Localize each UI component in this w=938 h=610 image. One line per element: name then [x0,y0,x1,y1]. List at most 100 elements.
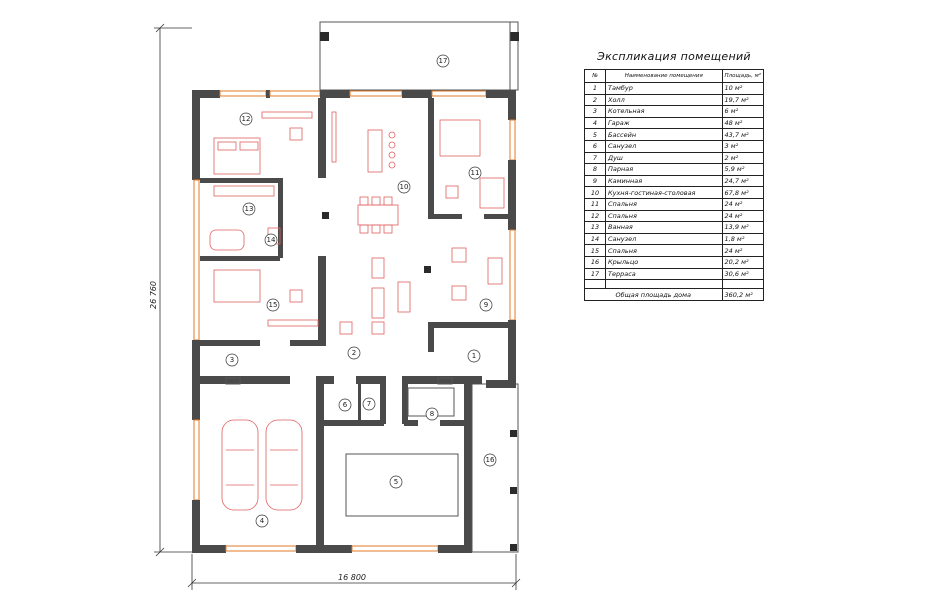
cell-name: Спальня [605,197,723,211]
room-label-17: 17 [439,57,448,65]
cell-num: 15 [584,244,606,257]
room-label-4: 4 [260,517,265,525]
cell-name: Душ [605,151,723,165]
room-label-11: 11 [471,169,480,177]
room-label-7: 7 [367,400,371,408]
room-label-3: 3 [230,356,234,364]
header-area: Площадь, м² [721,69,765,83]
cell-name: Бассейн [605,128,723,141]
room-label-6: 6 [343,401,348,409]
room-label-10: 10 [400,183,409,191]
room-schedule: Экспликация помещений № Наименование пом… [584,50,765,302]
cell-num: 9 [584,174,606,188]
width-dimension-label: 16 800 [338,573,366,582]
cell-name: Парная [605,163,723,176]
cell-num: 16 [584,255,606,269]
cell-area: 24 м² [721,209,765,223]
cell-name: Холл [605,93,723,107]
height-dimension-label: 26 760 [149,281,158,309]
cell-name: Тамбур [605,82,723,95]
cell-num: 3 [584,105,606,118]
cell-area: 24 м² [721,244,765,257]
room-label-14: 14 [267,236,276,244]
cell-name: Кухня-гостиная-столовая [605,186,723,199]
spacer-cell [605,279,723,290]
cell-num: 4 [584,116,606,130]
room-label-9: 9 [484,301,488,309]
cell-area: 13,9 м² [721,221,765,234]
cell-name: Ванная [605,221,723,234]
total-area: 360,2 м² [721,288,765,302]
interior-walls [200,98,508,546]
cell-num: 1 [584,82,606,95]
cell-num: 6 [584,139,606,153]
cell-area: 5,9 м² [721,163,765,176]
cell-area: 10 м² [721,82,765,95]
cell-name: Котельная [605,105,723,118]
terrace-outline [319,21,519,92]
furniture-sketch [209,111,505,517]
room-label-8: 8 [430,410,434,418]
room-label-15: 15 [269,301,278,309]
cell-name: Гараж [605,116,723,130]
spacer-row [584,279,765,290]
cell-name: Спальня [605,209,723,223]
total-label: Общая площадь дома [584,288,723,302]
cell-num: 11 [584,197,606,211]
cell-num: 13 [584,221,606,234]
cell-area: 1,8 м² [721,232,765,246]
room-labels: 1 2 3 4 5 6 7 8 9 10 11 12 13 14 15 16 1… [225,54,497,528]
cell-name: Каминная [605,174,723,188]
cell-num: 7 [584,151,606,165]
cell-area: 43,7 м² [721,128,765,141]
cell-area: 24 м² [721,197,765,211]
cell-num: 10 [584,186,606,199]
dimension-lines: 26 760 16 800 [149,23,521,590]
cell-name: Крыльцо [605,255,723,269]
cell-num: 5 [584,128,606,141]
table-header-row: № Наименование помещения Площадь, м² [584,69,765,83]
exterior-walls [192,90,519,553]
cell-area: 3 м² [721,139,765,153]
cell-num: 8 [584,163,606,176]
cell-area: 20,2 м² [721,255,765,269]
cell-name: Спальня [605,244,723,257]
cell-num: 2 [584,93,606,107]
cell-name: Санузел [605,139,723,153]
cell-name: Терраса [605,267,723,281]
cell-area: 24,7 м² [721,174,765,188]
header-name: Наименование помещения [605,69,723,83]
cell-area: 30,6 м² [721,267,765,281]
cell-area: 48 м² [721,116,765,130]
cell-num: 12 [584,209,606,223]
room-label-12: 12 [242,115,251,123]
cell-area: 2 м² [721,151,765,165]
cell-area: 67,8 м² [721,186,765,199]
room-label-13: 13 [245,205,254,213]
room-label-5: 5 [394,478,398,486]
cell-area: 6 м² [721,105,765,118]
cell-area: 19,7 м² [721,93,765,107]
cell-num: 14 [584,232,606,246]
spacer-cell [721,279,765,290]
